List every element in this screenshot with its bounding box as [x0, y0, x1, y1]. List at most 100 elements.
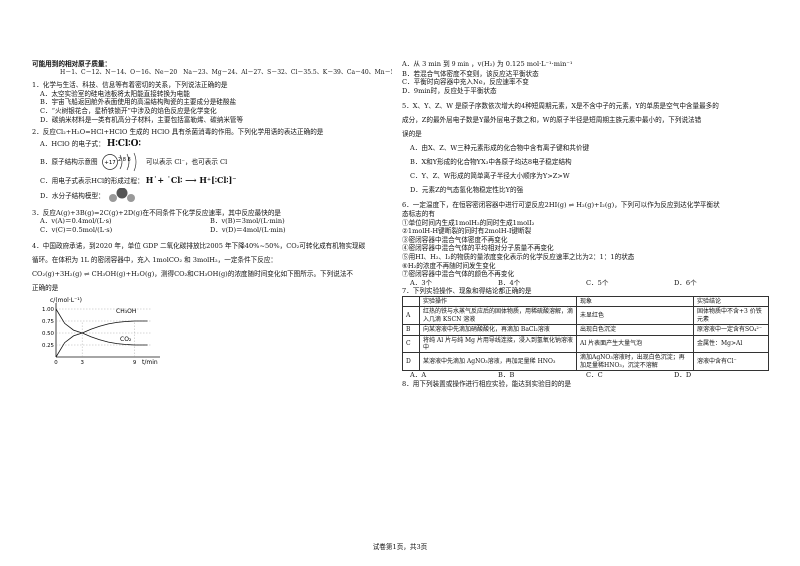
table-header-cell: 实验结论 — [693, 295, 769, 308]
q2-b-text: 可以表示 — [145, 157, 173, 166]
q1-option-d: D．碳纳米材料是一类有机高分子材料，主要包括富勒烯、碳纳米管等 — [40, 115, 244, 124]
table-row: C 将纯 Al 片与纯 Mg 片用导线连接，浸入到氢氧化钠溶液中 Al 片表面产… — [402, 334, 769, 354]
q3-option-b: B．v(B)＝3mol/(L·min) — [210, 217, 285, 226]
q4-a-end: 9 min — [451, 61, 469, 68]
q6-options: A．3个 B．4个 C．5个 D．6个 — [402, 279, 772, 288]
q2-d-label: D．水分子结构模型： — [40, 191, 105, 200]
q1-option-a: A．太空实验室的硅电池板将太阳能直接转换为电能 — [40, 89, 190, 98]
series-line-0 — [55, 320, 148, 357]
q6-option-a: A．3个 — [410, 278, 433, 287]
q6-item-4: ④密闭容器中混合气体的平均相对分子质量不再变化 — [402, 244, 554, 253]
water-molecule-model-icon — [108, 187, 135, 202]
q2-b-text2: ，也可表示 — [184, 157, 218, 166]
table-cell: B — [402, 324, 420, 336]
q1-option-c: C．“火树银花合，星桥铁锁开”中涉及的焰色反应是化学变化 — [40, 106, 217, 115]
table-cell: 溶液中含有Cl⁻ — [693, 352, 769, 372]
q5-option-d: D．元素Z的气态氢化物稳定性比Y的强 — [410, 186, 524, 195]
table-cell: 未显红色 — [576, 306, 694, 326]
q7-options: A．A B．B C．C D．D — [402, 371, 772, 380]
q2-option-d: D．水分子结构模型： — [32, 187, 392, 205]
q4-line3: CO₂(g)+3H₂(g) ⇌ CH₃OH(g)+H₂O(g)，测得CO₂和CH… — [32, 269, 354, 278]
y-tick-label: 0.25 — [42, 343, 54, 349]
q6-option-c: C．5个 — [586, 278, 609, 287]
q6-item-6: ⑥H₂的浓度不再随时间发生变化 — [402, 261, 496, 270]
q7-option-b: B．B — [498, 371, 515, 380]
q4-line1: 4．中国政府承诺，到2020 年，单位 GDP 二氧化碳排放比2005 年下降4… — [32, 241, 366, 250]
series-line-1 — [55, 308, 148, 345]
y-tick-label: 0.75 — [42, 319, 54, 325]
table-row: B 向某溶液中先滴加硝酸酸化，再滴加 BaCl₂溶液 出现白色沉淀 原溶液中一定… — [402, 324, 769, 336]
q5-line3: 误的是 — [402, 130, 422, 139]
q3-option-a: A．v(A)＝0.4mol/(L·s) — [40, 217, 112, 226]
q3-option-c: C．v(C)＝0.5mol/(L·s) — [40, 225, 113, 234]
table-cell: 金属性：Mg>Al — [693, 334, 769, 354]
atomic-mass-list: H－1、C－12、N－14、O－16、Ne－20 Na－23、Mg－24、Al－… — [60, 68, 392, 76]
q8-stem: 8．用下列装置或操作进行相应实验，能达到实验目的的是 — [402, 379, 572, 388]
q3-options-row1: A．v(A)＝0.4mol/(L·s) B．v(B)＝3mol/(L·min) — [32, 217, 392, 226]
table-cell: A — [402, 306, 420, 326]
series-label-ch3oh: CH₃OH — [116, 308, 136, 315]
q5-option-a: A．由X、Z、W三种元素形成的化合物中含有离子键和共价键 — [410, 144, 590, 153]
q7-experiment-table: 实验操作 现象 实验结论 A 红热的铁与水蒸气反应后的固体物质，用稀硫酸溶解，滴… — [402, 295, 769, 372]
table-header-cell: 现象 — [576, 295, 694, 308]
q3-options-row2: C．v(C)＝0.5mol/(L·s) D．v(D)＝4mol/(L·min) — [32, 226, 392, 235]
q4-a-v: ，v(H₂) 为 — [471, 60, 504, 68]
x-tick-label: 9 — [133, 360, 137, 366]
table-cell: C — [402, 334, 420, 354]
q4-option-d: D．9min时，反应处于平衡状态 — [402, 86, 497, 95]
q6-item-1: ①单位时间内生成1molH₂的同时生成1molI₂ — [402, 218, 535, 227]
table-row: A 红热的铁与水蒸气反应后的固体物质，用稀硫酸溶解，滴入几滴 KSCN 溶液 未… — [402, 306, 769, 326]
q2-a-formula: H∶Cl∶O∶ — [106, 138, 141, 149]
y-tick-label: 1.00 — [42, 307, 55, 313]
q5-option-b: B．X和Y形成的化合物YX₃中各原子均达8电子稳定结构 — [410, 158, 572, 167]
q4-a-from: 3 min — [422, 60, 441, 68]
q4-a-to: 到 — [443, 60, 450, 68]
table-cell: 出现白色沉淀 — [576, 324, 694, 336]
q5-line2: 成分，Z的最外层电子数是Y最外层电子数之和，W的原子半径是短周期主族元素中最小的… — [402, 116, 702, 125]
x-tick-label: 3 — [80, 360, 83, 366]
q7-option-a: A．A — [410, 371, 427, 380]
q2-b-ion1: Cl⁻ — [174, 157, 185, 166]
q2-c-formula: H˙+ ˙Cl∶ ⟶ H⁺[∶Cl∶]⁻ — [145, 174, 237, 185]
q4-a-val: 0.125 mol·L⁻¹·min⁻¹ — [505, 60, 573, 68]
q5-option-c: C．Y、Z、W形成的简单离子半径大小顺序为Y>Z>W — [410, 172, 570, 181]
atom-shells-label: 2 8 8 — [118, 157, 131, 163]
page-footer: 试卷第1页，共3页 — [372, 543, 428, 551]
q4-option-c: C．平衡时向容器中充入Ne，反应速率不变 — [402, 78, 529, 87]
right-column: A．从 3 min 到 9 min ，v(H₂) 为 0.125 mol·L⁻¹… — [402, 60, 772, 388]
q3-option-d: D．v(D)＝4mol/(L·min) — [210, 225, 286, 234]
q2-b-ion2: Cl — [220, 157, 228, 166]
atom-structure-diagram: +17 2 8 8 — [101, 152, 137, 171]
q4-line4: 正确的是 — [32, 283, 59, 292]
table-cell: 将纯 Al 片与纯 Mg 片用导线连接，浸入到氢氧化钠溶液中 — [419, 334, 577, 354]
q6-option-b: B．4个 — [498, 278, 521, 287]
table-header-cell — [402, 295, 420, 308]
q6-item-2: ②1molH-H键断裂的同时有2molH-I键断裂 — [402, 227, 532, 236]
left-column: 可能用到的相对原子质量： H－1、C－12、N－14、O－16、Ne－20 Na… — [32, 60, 392, 369]
table-cell: 原溶液中一定含有SO₄²⁻ — [693, 324, 769, 336]
q4-line2: 循环。在体积为 1L 的密闭容器中，充入 1molCO₂ 和 3molH₂，一定… — [32, 255, 278, 264]
q2-option-b: B．原子结构示意图 +17 2 8 8 可以表示 Cl⁻，也可表示 Cl — [32, 151, 392, 173]
table-cell: 红热的铁与水蒸气反应后的固体物质，用稀硫酸溶解，滴入几滴 KSCN 溶液 — [419, 306, 577, 326]
q6-item-7: ⑦密闭容器中混合气体的颜色不再变化 — [402, 270, 515, 279]
table-row: D 某溶液中先滴加 AgNO₃溶液，再加足量稀 HNO₃ 滴加AgNO₃溶液时，… — [402, 352, 769, 372]
q4-option-a: A．从 3 min 到 9 min ，v(H₂) 为 0.125 mol·L⁻¹… — [402, 60, 772, 70]
q2-option-c: C．用电子式表示HCl的形成过程： H˙+ ˙Cl∶ ⟶ H⁺[∶Cl∶]⁻ — [32, 173, 392, 187]
table-cell: D — [402, 352, 420, 372]
q4-option-b: B．若混合气体密度不变则，该反应达平衡状态 — [402, 69, 539, 78]
q6-item-5: ⑤用HI、H₂、I₂的物质的量浓度变化表示的化学反应速率之比为2：1：1的状态 — [402, 252, 635, 261]
table-cell: 某溶液中先滴加 AgNO₃溶液，再加足量稀 HNO₃ — [419, 352, 577, 372]
concentration-time-chart: c/(mol·L⁻¹) t/min CH₃OH CO₂ 1.000.750.50… — [42, 297, 160, 366]
q1-option-b: B．宇宙飞船返回舱外表面使用的高温结构陶瓷的主要成分是硅酸盐 — [40, 98, 237, 107]
chart-xlabel: t/min — [142, 359, 158, 366]
series-label-co2: CO₂ — [120, 336, 132, 343]
atom-nucleus-label: +17 — [104, 160, 115, 166]
y-tick-label: 0.50 — [42, 331, 55, 337]
q2-a-label: A．HClO 的电子式： — [40, 139, 105, 148]
atomic-mass-title: 可能用到的相对原子质量： — [32, 60, 112, 68]
q6-line1: 6．一定温度下，在恒容密闭容器中进行可逆反应2HI(g) ⇌ H₂(g)+I₂(… — [402, 201, 720, 210]
q1-stem: 1．化学与生活、科技、信息等有着密切的关系，下列说法正确的是 — [32, 81, 228, 90]
q2-c-label: C．用电子式表示HCl的形成过程： — [40, 176, 144, 185]
q7-option-c: C．C — [586, 371, 603, 380]
q6-item-3: ③密闭容器中混合气体密度不再变化 — [402, 235, 508, 244]
